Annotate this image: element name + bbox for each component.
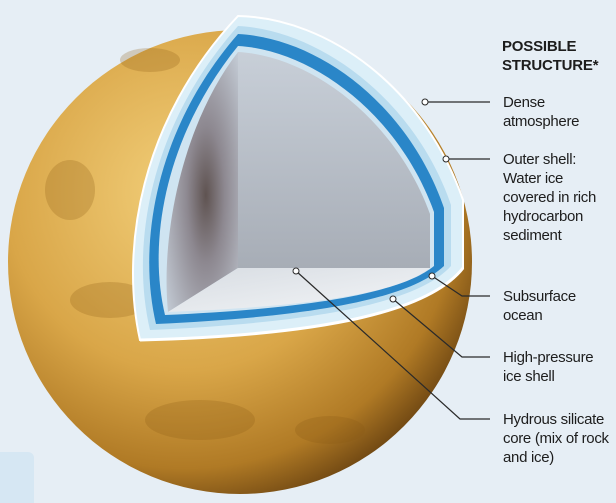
label-ice-shell: High-pressure ice shell [503,348,615,386]
dot-ice-shell [390,296,396,302]
label-outer-shell: Outer shell: Water ice covered in rich h… [503,150,615,245]
corner-tab [0,452,34,503]
dot-atmosphere [422,99,428,105]
dot-core [293,268,299,274]
label-ocean: Subsurface ocean [503,287,615,325]
label-core: Hydrous silicate core (mix of rock and i… [503,410,615,467]
dot-outer-shell [443,156,449,162]
dot-ocean [429,273,435,279]
diagram-title: POSSIBLE STRUCTURE* [502,37,614,75]
label-atmosphere: Dense atmosphere [503,93,615,131]
